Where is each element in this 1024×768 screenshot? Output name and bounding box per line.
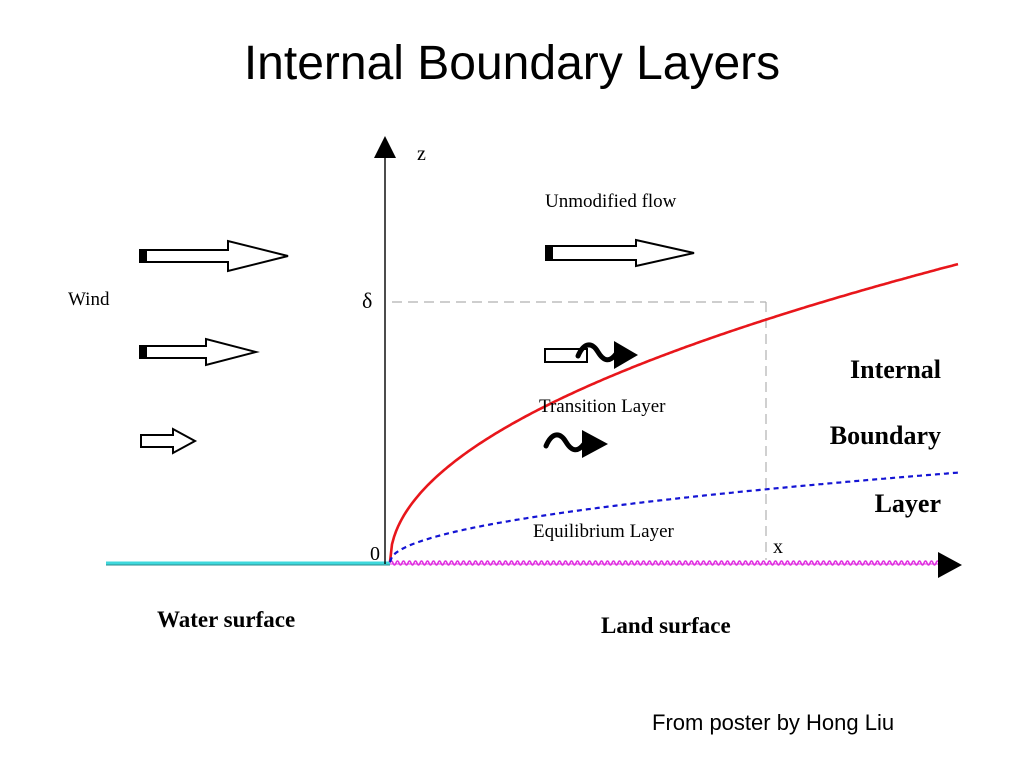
internal-boundary-curve [388,262,959,563]
land-surface-label: Land surface [601,613,731,638]
slide-title: Internal Boundary Layers [243,37,781,90]
ibl-label-layer: Layer [875,489,941,518]
z-axis-label: z [417,143,426,165]
unmodified-flow-arrow [545,238,695,268]
unmodified-flow-label: Unmodified flow [545,191,677,212]
equilibrium-layer-label: Equilibrium Layer [533,521,675,542]
wind-arrow-medium [139,337,260,367]
wind-arrow-small [140,427,198,455]
wind-arrow-large [139,239,289,273]
transition-layer-label: Transition Layer [539,396,666,417]
x-axis-arrowhead [938,552,962,578]
wind-label: Wind [68,289,110,310]
ibl-label-internal: Internal [850,355,941,384]
origin-label: 0 [370,543,380,565]
x-axis-label: x [773,536,783,558]
delta-label: δ [362,288,372,313]
transition-arrow-upper [544,341,638,369]
land-surface-line [389,560,943,566]
water-surface-label: Water surface [157,607,295,632]
equilibrium-boundary-curve [388,471,959,563]
turbulent-arrow-lower [543,430,608,458]
ibl-label-boundary: Boundary [830,421,941,450]
poster-credit: From poster by Hong Liu [652,710,895,735]
z-axis-arrowhead [374,136,396,158]
